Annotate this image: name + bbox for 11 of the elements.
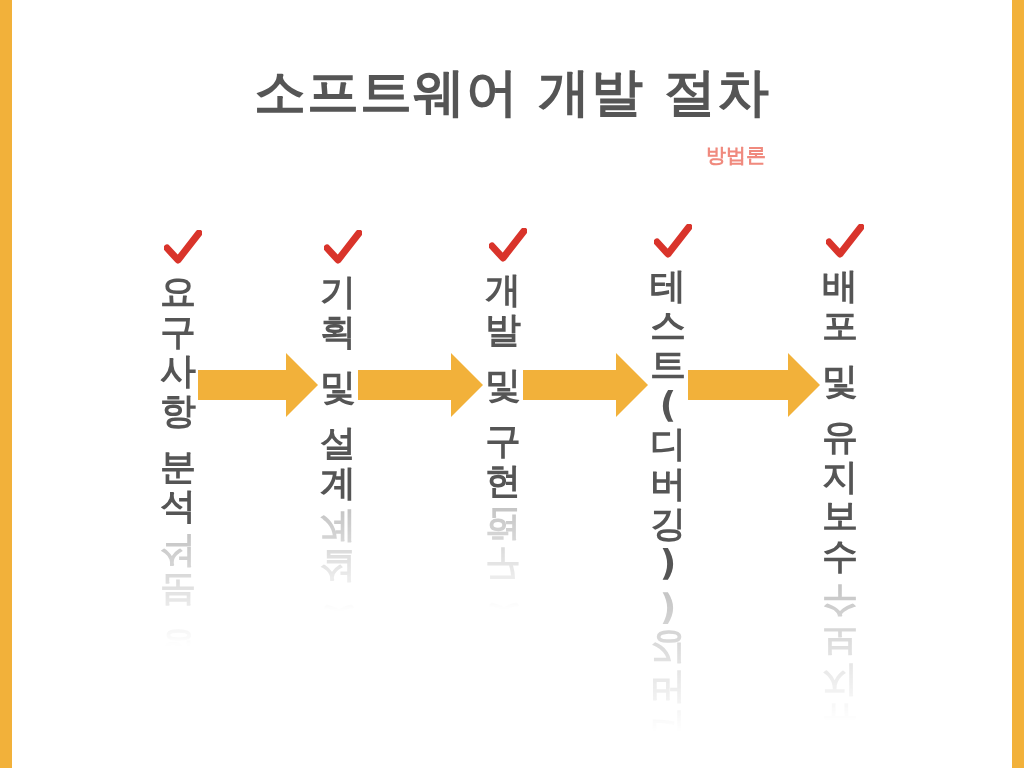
- step-label: 개발 및 구현: [484, 270, 522, 501]
- title: 소프트웨어 개발 절차: [253, 61, 771, 124]
- block-arrow: [523, 353, 648, 417]
- step-label: 요구사항 분석: [159, 272, 197, 526]
- block-arrow: [198, 353, 318, 417]
- step-label: 기획 및 설계: [319, 272, 357, 503]
- block-arrow: [688, 353, 820, 417]
- block-arrow: [358, 353, 483, 417]
- step-label: 테스트(디버깅): [649, 266, 687, 583]
- subtitle: 방법론: [706, 142, 766, 169]
- step-label: 배포 및 유지보수: [821, 266, 859, 576]
